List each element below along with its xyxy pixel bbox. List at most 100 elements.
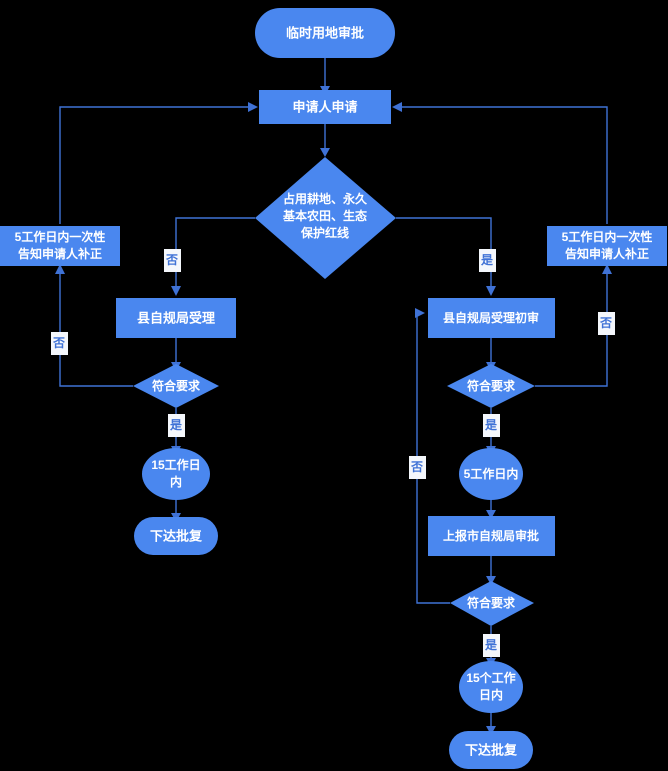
- edge-label-land-no-text: 否: [165, 253, 178, 267]
- edge-label-right-check-yes-text: 是: [484, 418, 498, 432]
- node-days5-right[interactable]: 5工作日内: [459, 448, 523, 500]
- node-reply-right[interactable]: 下达批复: [449, 731, 533, 769]
- node-start-shape[interactable]: [255, 8, 395, 58]
- node-days15-right-shape[interactable]: [459, 661, 523, 713]
- node-decision-land-line3: 保护红线: [300, 225, 349, 240]
- node-check-city-shape[interactable]: [450, 581, 534, 626]
- arrow-check-left-no-to-notify-left: [55, 264, 65, 274]
- node-decision-land[interactable]: 占用耕地、永久 基本农田、生态 保护红线: [255, 157, 396, 279]
- arrow-check-right-no-to-notify-right: [602, 264, 612, 274]
- node-days15-left-line1: 15工作日: [151, 457, 200, 472]
- edge-label-right-check-yes-bg: [483, 414, 500, 437]
- node-notify-left[interactable]: 5工作日内一次性 告知申请人补正: [0, 226, 120, 266]
- node-days15-left-line2: 内: [170, 474, 182, 489]
- node-notify-left-shape[interactable]: [0, 226, 120, 266]
- node-apply[interactable]: 申请人申请: [259, 90, 391, 124]
- node-notify-left-line2: 告知申请人补正: [18, 246, 102, 261]
- edge-label-city-check-yes-bg: [483, 634, 500, 657]
- node-submit-city-label: 上报市自规局审批: [443, 528, 539, 543]
- edge-label-right-check-no: 否: [598, 312, 615, 335]
- node-submit-city-shape[interactable]: [428, 516, 555, 556]
- edge-label-land-no-bg: [164, 249, 181, 272]
- node-notify-right-line1: 5工作日内一次性: [562, 229, 653, 244]
- node-check-right-label: 符合要求: [467, 378, 516, 393]
- edge-label-right-check-no-bg: [598, 312, 615, 335]
- node-start-label: 临时用地审批: [286, 25, 364, 40]
- edge-label-left-check-no: 否: [51, 332, 68, 355]
- node-days15-right-line1: 15个工作: [466, 670, 515, 685]
- node-notify-right-line2: 告知申请人补正: [565, 246, 649, 261]
- edge-label-right-check-yes: 是: [483, 414, 500, 437]
- arrow-notify-left-to-apply: [248, 102, 258, 112]
- node-days15-left-shape[interactable]: [142, 448, 210, 500]
- node-check-right[interactable]: 符合要求: [447, 364, 535, 408]
- node-reply-left-label: 下达批复: [150, 528, 203, 543]
- edge-label-left-check-yes: 是: [168, 414, 185, 437]
- node-apply-label: 申请人申请: [292, 99, 357, 114]
- node-notify-right[interactable]: 5工作日内一次性 告知申请人补正: [547, 226, 667, 266]
- edge-labels-layer: 否 是 否 是 否 是 否 是: [51, 249, 615, 657]
- node-decision-land-line1: 占用耕地、永久: [283, 191, 368, 206]
- arrow-submit-city-to-check: [486, 576, 496, 585]
- arrow-decision-no-to-accept-left: [171, 286, 181, 296]
- edge-label-land-yes-text: 是: [480, 253, 494, 267]
- edge-label-right-check-no-text: 否: [599, 316, 612, 330]
- node-decision-land-line2: 基本农田、生态: [282, 208, 367, 223]
- node-reply-right-shape[interactable]: [449, 731, 533, 769]
- arrow-days15-right-to-reply-right: [486, 726, 496, 735]
- node-check-left-label: 符合要求: [152, 378, 201, 393]
- node-days15-right-line2: 日内: [479, 687, 503, 702]
- node-check-left-shape[interactable]: [133, 364, 219, 408]
- edge-label-left-check-yes-bg: [168, 414, 185, 437]
- edge-label-left-check-no-bg: [51, 332, 68, 355]
- edge-notify-right-to-apply: [400, 106, 608, 224]
- node-submit-city[interactable]: 上报市自规局审批: [428, 516, 555, 556]
- edge-label-city-check-yes: 是: [483, 634, 500, 657]
- nodes-layer: 临时用地审批 申请人申请 占用耕地、永久 基本农田、生态 保护红线 5工作日内一…: [0, 8, 667, 769]
- edge-decision-no-to-accept-left: [175, 217, 255, 288]
- node-reply-left[interactable]: 下达批复: [134, 517, 218, 555]
- node-days15-left[interactable]: 15工作日 内: [142, 448, 210, 500]
- node-notify-right-shape[interactable]: [547, 226, 667, 266]
- node-decision-land-shape[interactable]: [255, 157, 396, 279]
- node-check-city-label: 符合要求: [467, 595, 516, 610]
- edge-label-city-check-yes-text: 是: [484, 638, 498, 652]
- node-reply-right-label: 下达批复: [465, 742, 518, 757]
- node-days5-right-label: 5工作日内: [464, 466, 519, 481]
- node-notify-left-line1: 5工作日内一次性: [15, 229, 106, 244]
- arrow-notify-right-to-apply: [392, 102, 402, 112]
- edge-check-right-no-to-notify-right: [535, 272, 608, 387]
- arrow-days5-to-submit-city: [486, 510, 496, 519]
- edges-layer: [55, 57, 612, 735]
- edge-label-left-check-no-text: 否: [52, 336, 65, 350]
- node-check-left[interactable]: 符合要求: [133, 364, 219, 408]
- arrow-check-city-no-to-accept-right: [415, 308, 425, 318]
- edge-label-land-no: 否: [164, 249, 181, 272]
- edge-label-city-check-no-bg: [409, 456, 426, 479]
- node-apply-shape[interactable]: [259, 90, 391, 124]
- node-accept-right[interactable]: 县自规局受理初审: [428, 298, 555, 338]
- edge-label-left-check-yes-text: 是: [169, 418, 183, 432]
- node-check-city[interactable]: 符合要求: [450, 581, 534, 626]
- arrow-apply-to-decision: [320, 148, 330, 157]
- edge-label-city-check-no-text: 否: [410, 460, 423, 474]
- node-accept-left-label: 县自规局受理: [137, 310, 215, 325]
- node-reply-left-shape[interactable]: [134, 517, 218, 555]
- node-days15-right[interactable]: 15个工作 日内: [459, 661, 523, 713]
- edge-decision-yes-to-accept-right: [396, 217, 492, 288]
- node-accept-left[interactable]: 县自规局受理: [116, 298, 236, 338]
- node-accept-left-shape[interactable]: [116, 298, 236, 338]
- node-days5-right-shape[interactable]: [459, 448, 523, 500]
- edge-notify-left-to-apply: [59, 106, 250, 224]
- node-accept-right-shape[interactable]: [428, 298, 555, 338]
- edge-check-left-no-to-notify-left: [59, 272, 133, 387]
- node-check-right-shape[interactable]: [447, 364, 535, 408]
- edge-check-city-no-to-accept-right: [416, 313, 450, 604]
- edge-label-land-yes-bg: [479, 249, 496, 272]
- edge-label-city-check-no: 否: [409, 456, 426, 479]
- arrow-decision-yes-to-accept-right: [486, 286, 496, 296]
- edge-label-land-yes: 是: [479, 249, 496, 272]
- node-start[interactable]: 临时用地审批: [255, 8, 395, 58]
